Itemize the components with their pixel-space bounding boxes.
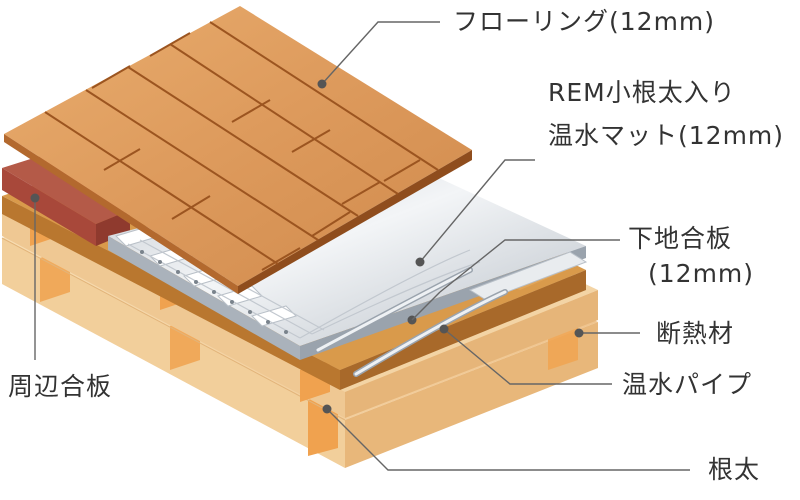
flooring-seams bbox=[44, 21, 439, 271]
label-perimeter: 周辺合板 bbox=[8, 372, 112, 401]
flooring-layer bbox=[4, 6, 472, 294]
label-insulation: 断熱材 bbox=[656, 319, 734, 348]
leader-lines bbox=[34, 21, 690, 471]
label-joist: 根太 bbox=[708, 455, 760, 484]
label-subfloor-line1: 下地合板 bbox=[628, 224, 732, 253]
label-pipe: 温水パイプ bbox=[622, 370, 752, 399]
channel-dots bbox=[140, 250, 288, 334]
label-mat-line1: REM小根太入り bbox=[548, 78, 736, 107]
label-mat-line2: 温水マット(12mm) bbox=[548, 121, 784, 150]
label-flooring: フローリング(12mm) bbox=[453, 7, 715, 36]
hot-water-pipes bbox=[315, 267, 508, 377]
label-subfloor-line2: (12mm) bbox=[648, 259, 754, 288]
